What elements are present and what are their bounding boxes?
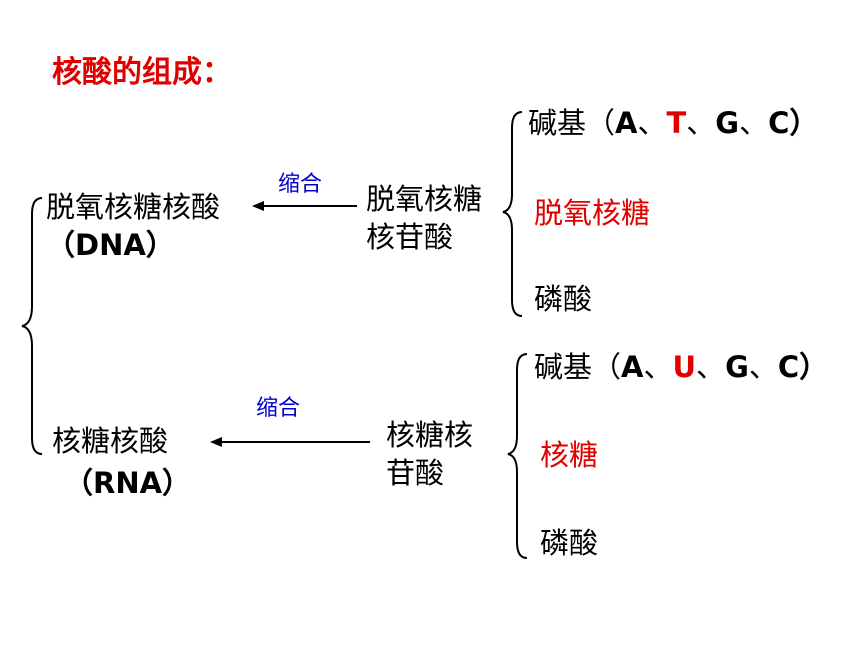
rna-arrowhead [210, 437, 222, 447]
page-title: 核酸的组成： [52, 55, 232, 90]
rna-sep-2: 、 [696, 350, 726, 384]
dna-condensation-label: 缩合 [278, 172, 323, 197]
dna-sugar: 脱氧核糖 [534, 196, 651, 230]
rna-nucleotide-line1: 核糖核 [386, 418, 474, 452]
dna-component-brace [502, 111, 523, 317]
rna-sugar: 核糖 [540, 438, 599, 472]
dna-bases-prefix: 碱基（ [528, 106, 616, 140]
rna-abbr: （RNA） [64, 466, 192, 500]
rna-nucleotide-line2: 苷酸 [386, 456, 445, 490]
dna-base-a: A [615, 106, 638, 140]
rna-sep-3: 、 [748, 350, 778, 384]
rna-base-g: G [725, 350, 749, 384]
dna-name: 脱氧核糖核酸 [46, 190, 221, 224]
rna-base-u: U [672, 350, 697, 384]
dna-sep-3: 、 [739, 106, 769, 140]
rna-sep-1: 、 [643, 350, 673, 384]
dna-nucleotide-line2: 核苷酸 [366, 220, 454, 254]
rna-component-brace [507, 353, 528, 559]
rna-base-c: C） [777, 350, 829, 384]
dna-arrowhead [252, 201, 264, 211]
rna-condensation-label: 缩合 [256, 396, 301, 421]
dna-nucleotide-line1: 脱氧核糖 [366, 182, 483, 216]
rna-bases: 碱基（A、U、G、C） [534, 350, 828, 384]
dna-base-t: T [666, 106, 687, 140]
dna-sep-2: 、 [686, 106, 716, 140]
rna-name: 核糖核酸 [52, 424, 169, 458]
dna-bases: 碱基（A、T、G、C） [528, 106, 818, 140]
outer-brace [21, 197, 43, 455]
dna-base-c: C） [768, 106, 819, 140]
dna-sep-1: 、 [637, 106, 667, 140]
dna-base-g: G [715, 106, 740, 140]
rna-bases-prefix: 碱基（ [534, 350, 622, 384]
rna-base-a: A [621, 350, 644, 384]
dna-phosphate: 磷酸 [534, 282, 593, 316]
dna-abbr: （DNA） [46, 228, 175, 262]
rna-phosphate: 磷酸 [540, 526, 599, 560]
